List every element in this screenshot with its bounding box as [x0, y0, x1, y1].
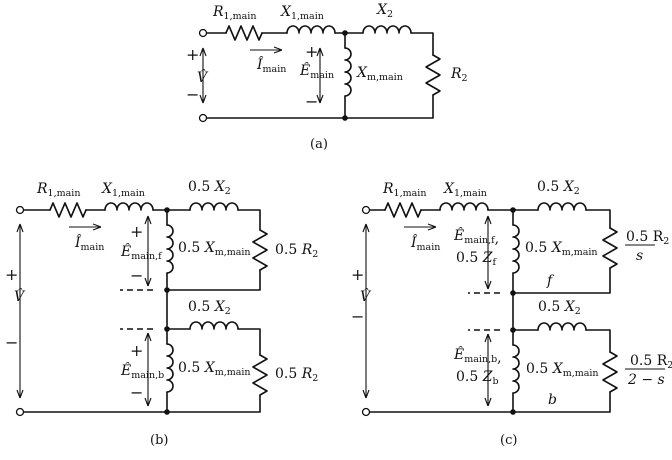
caption-b: (b) [150, 433, 168, 448]
voltage-label-a: V̂ [197, 68, 209, 86]
r1-label-a: R1,main [212, 4, 256, 22]
xm-label-a: Xm,main [356, 65, 403, 83]
emf-minus-b-backward: − [130, 383, 143, 402]
r2-label-b-backward: 0.5 R2 [275, 366, 318, 384]
emf-plus-a: + [305, 42, 318, 61]
voltage-plus-a: + [186, 45, 199, 64]
emf-plus-b-forward: + [130, 222, 143, 241]
voltage-minus-b: − [5, 333, 18, 352]
x2-label-a: X2 [376, 2, 393, 20]
panel-b-labels: R1,main X1,main Îmain V̂ + − 0.5 X2 0.5 … [5, 179, 318, 448]
voltage-label-b: V̂ [14, 287, 26, 305]
emf-label-b-forward: Êmain,f [120, 242, 163, 262]
x1-label-b: X1,main [101, 181, 145, 199]
voltage-plus-b: + [5, 265, 18, 284]
r1-label-b: R1,main [36, 181, 80, 199]
caption-c: (c) [500, 433, 517, 448]
impedance-label-c-backward: 0.5 Zb [456, 369, 499, 387]
x1-label-c: X1,main [443, 181, 487, 199]
emf-label-c-backward: Êmain,b, [453, 345, 502, 366]
r2-denominator-c-forward: s [636, 248, 643, 264]
panel-a-circuit [198, 25, 441, 123]
emf-label-a: Êmain [299, 61, 334, 81]
r1-label-c: R1,main [382, 181, 426, 199]
emf-label-c-forward: Êmain,f, [453, 226, 499, 247]
panel-a-labels: R1,main X1,main X2 Xm,main R2 Îmain Êmai… [186, 2, 468, 152]
xm-label-c-forward: 0.5 Xm,main [525, 240, 598, 258]
r2-label-a: R2 [450, 66, 468, 84]
backward-branch-label: b [548, 392, 557, 408]
voltage-minus-a: − [186, 85, 199, 104]
current-label-c: Îmain [410, 233, 440, 253]
forward-branch-label: f [546, 273, 555, 289]
xm-label-c-backward: 0.5 Xm,main [526, 361, 599, 379]
r2-label-b-forward: 0.5 R2 [275, 242, 318, 260]
x2-label-c-backward: 0.5 X2 [538, 299, 581, 317]
panel-b-circuit [15, 202, 268, 417]
emf-plus-b-backward: + [130, 341, 143, 360]
impedance-label-c-forward: 0.5 Zf [456, 250, 497, 268]
caption-a: (a) [310, 137, 328, 152]
current-label-b: Îmain [74, 233, 104, 253]
r2-numerator-c-forward: 0.5 R2 [626, 229, 669, 247]
voltage-label-c: V̂ [360, 287, 372, 305]
emf-label-b-backward: Êmain,b [120, 361, 164, 381]
x2-label-b-forward: 0.5 X2 [188, 179, 231, 197]
xm-label-b-backward: 0.5 Xm,main [178, 360, 251, 378]
emf-minus-a: − [305, 92, 318, 111]
emf-minus-b-forward: − [130, 266, 143, 285]
voltage-minus-c: − [351, 307, 364, 326]
r2-denominator-c-backward: 2 − s [627, 372, 665, 388]
x2-label-c-forward: 0.5 X2 [537, 179, 580, 197]
panel-c-labels: R1,main X1,main Îmain V̂ + − 0.5 X2 0.5 … [351, 179, 672, 448]
voltage-plus-c: + [351, 265, 364, 284]
x2-label-b-backward: 0.5 X2 [188, 299, 231, 317]
xm-label-b-forward: 0.5 Xm,main [178, 240, 251, 258]
current-label-a: Îmain [256, 55, 286, 75]
x1-label-a: X1,main [280, 4, 324, 22]
r2-numerator-c-backward: 0.5 R2 [630, 353, 672, 371]
panel-c-circuit [361, 202, 665, 417]
